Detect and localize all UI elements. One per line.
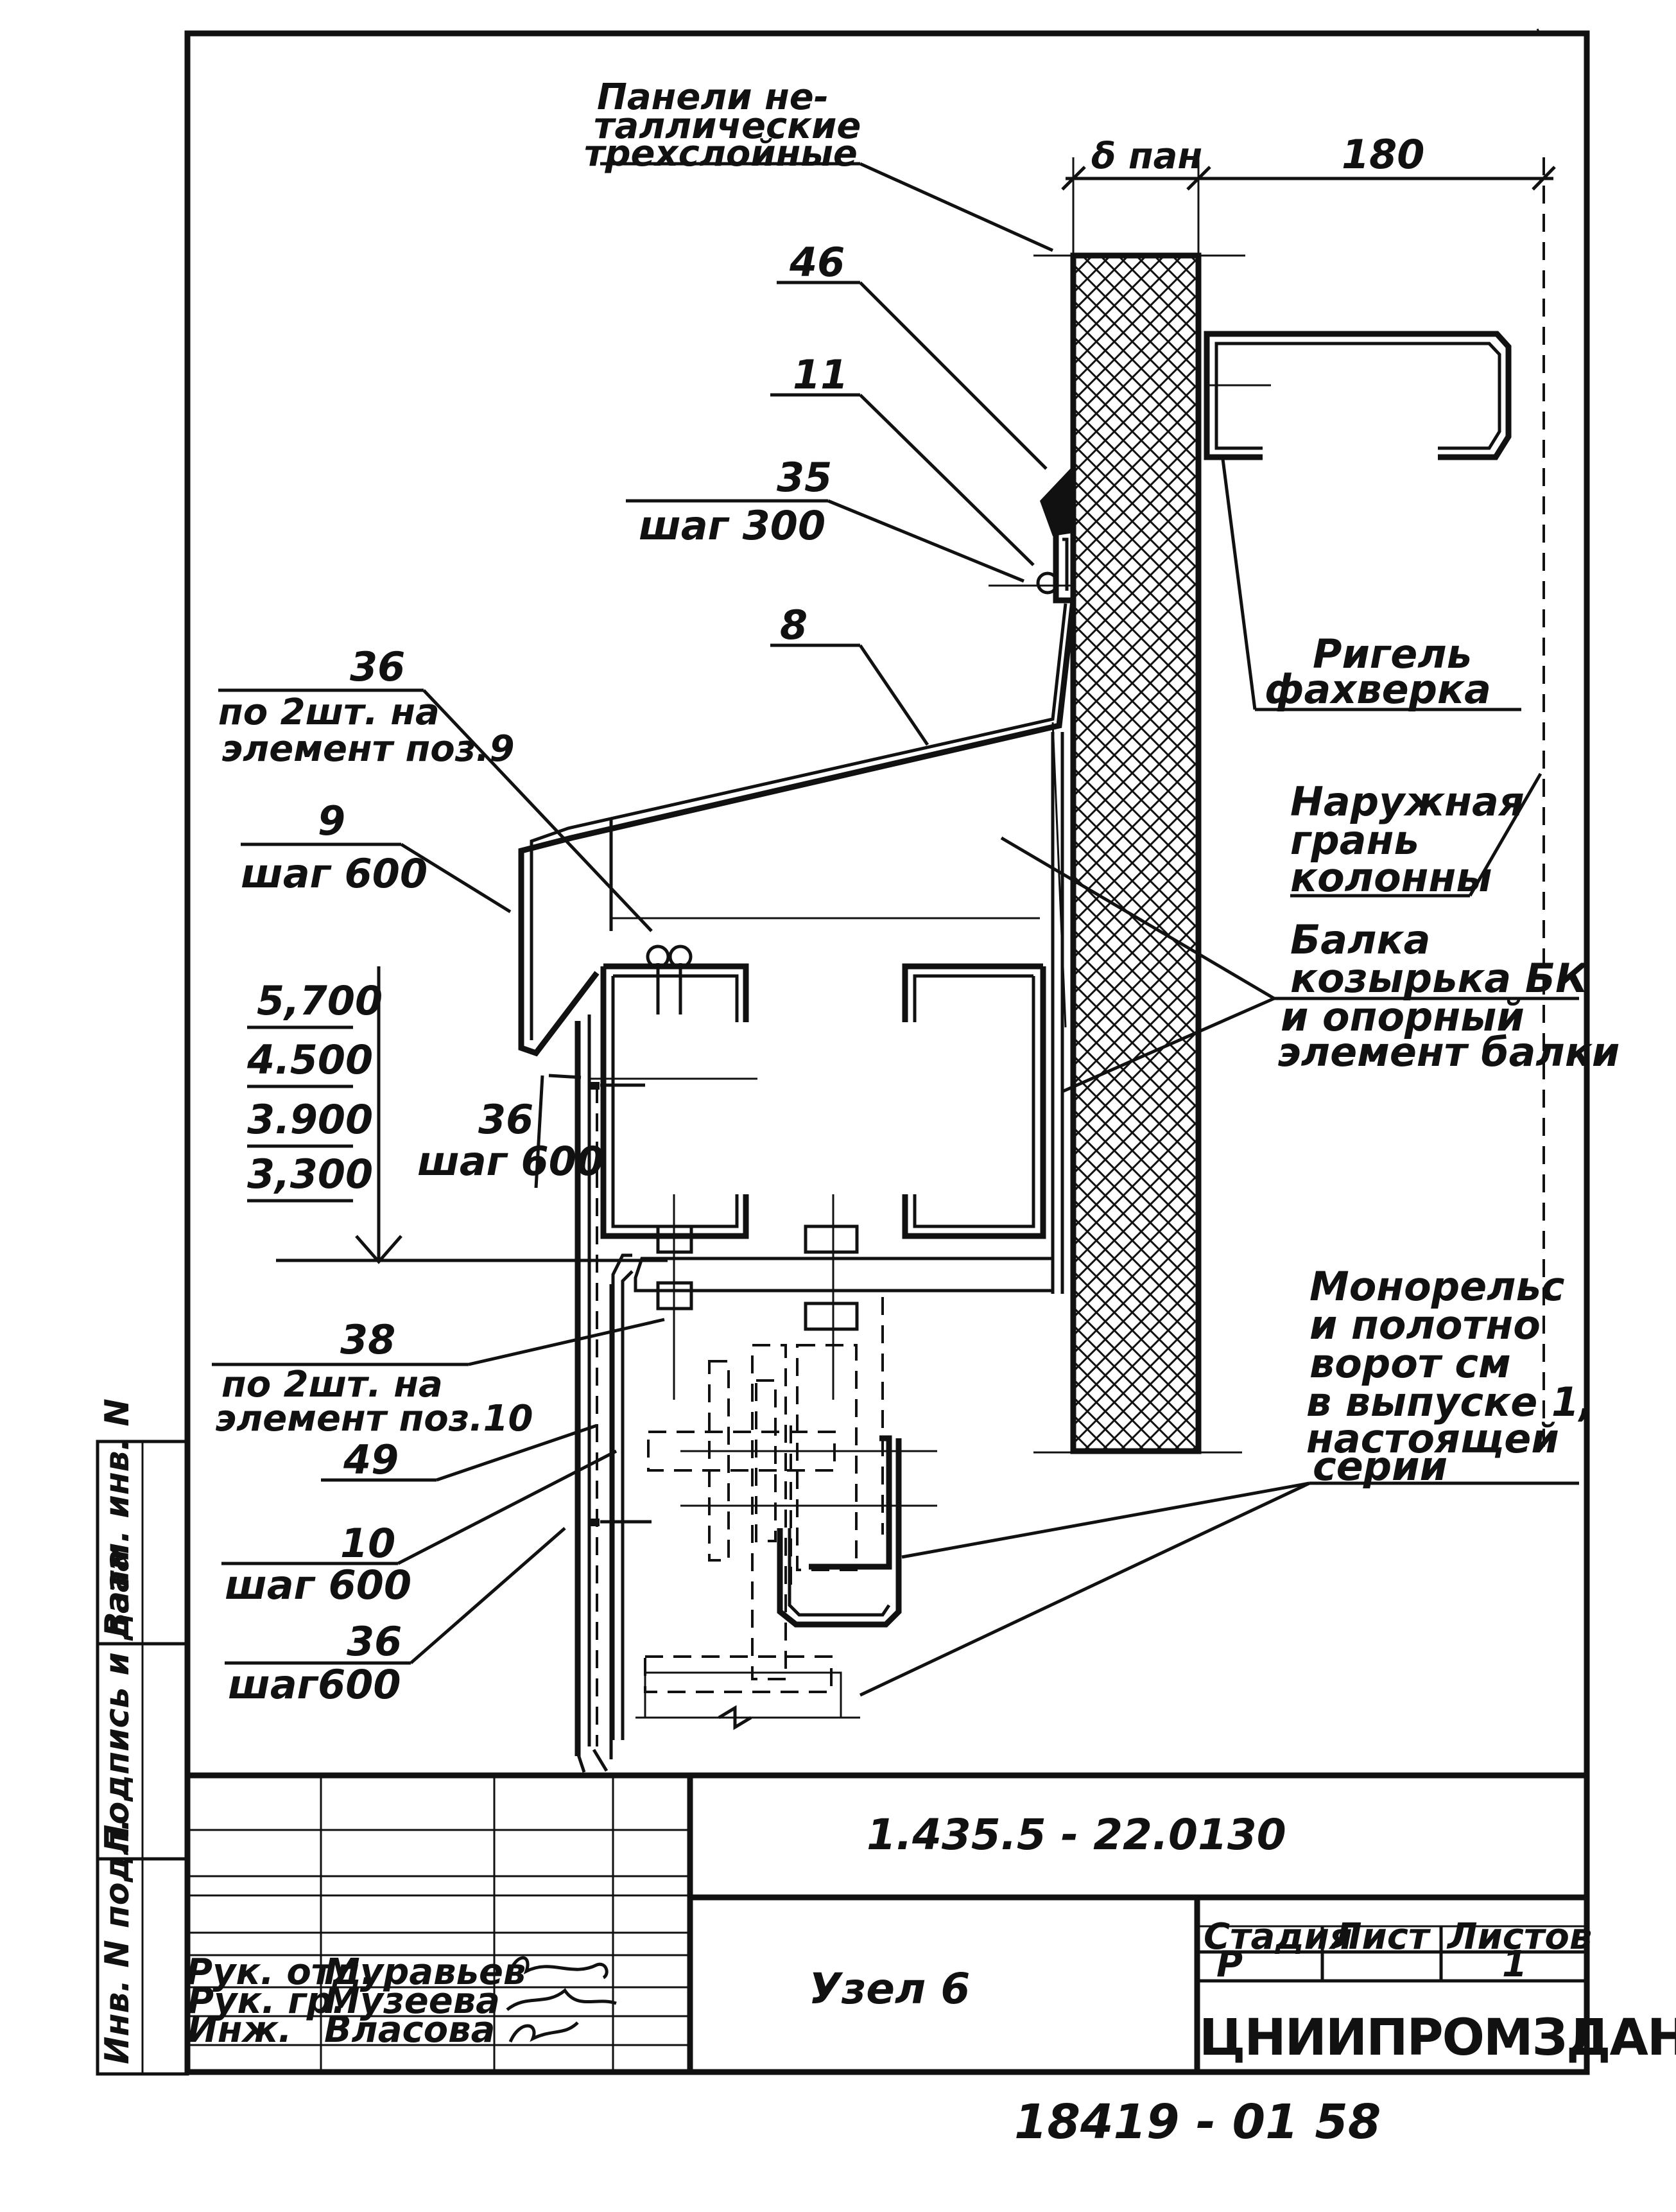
role-1: Рук. отд. xyxy=(186,1951,375,1993)
step-600-d-label: шаг600 xyxy=(228,1661,401,1708)
elevation-1: 5,700 xyxy=(257,977,383,1024)
pos-38-label: 38 xyxy=(340,1316,395,1363)
column-label-2: грань xyxy=(1290,817,1419,864)
signature-2 xyxy=(506,1988,617,2011)
elevation-marks: 5,700 4.500 3.900 3,300 xyxy=(246,966,402,1264)
step-600-b-label: шаг 600 xyxy=(417,1138,604,1185)
leader-lines xyxy=(212,162,1579,1697)
rigel-label-1: Ригель xyxy=(1313,631,1472,677)
monorail-label-6: серии xyxy=(1313,1443,1447,1490)
doc-code: 1.435.5 - 22.0130 xyxy=(867,1810,1286,1859)
per-9-label-2: элемент поз.9 xyxy=(221,728,515,770)
signature-1 xyxy=(505,1956,609,1981)
corner-mark xyxy=(1536,28,1542,36)
step-300-label: шаг 300 xyxy=(639,502,825,549)
elevation-2: 4.500 xyxy=(246,1036,373,1083)
dim-180-label: 180 xyxy=(1342,131,1424,178)
stage-header: Стадия xyxy=(1204,1916,1352,1958)
node-name: Узел 6 xyxy=(809,1964,970,2014)
step-600-c-label: шаг 600 xyxy=(225,1562,411,1608)
monorail-label-2: и полотно xyxy=(1309,1302,1541,1348)
sandwich-panel xyxy=(989,252,1245,1454)
pos-36-top-label: 36 xyxy=(350,643,405,690)
monorail-label-3: ворот см xyxy=(1309,1340,1511,1387)
flashing xyxy=(1036,466,1073,604)
callout-labels: Панели не- таллические трехслойные 46 11… xyxy=(215,76,1620,1708)
pos-11-label: 11 xyxy=(793,351,848,398)
archive-number: 18419 - 01 58 xyxy=(1014,2094,1381,2150)
pos-8-label: 8 xyxy=(780,602,808,649)
panels-label-3: трехслойные xyxy=(584,133,858,175)
pos-49-label: 49 xyxy=(343,1436,399,1483)
pos-9-label: 9 xyxy=(318,797,345,844)
panels-label-2: таллические xyxy=(594,105,861,147)
role-2: Рук. гр. xyxy=(187,1980,346,2022)
monorail-label-5: настоящей xyxy=(1306,1415,1559,1462)
beam-label-2: козырька БК xyxy=(1290,955,1590,1002)
sheet-frame xyxy=(96,30,1590,2076)
monorail-label-4: в выпуске 1, xyxy=(1306,1379,1594,1425)
side-stamp: Инв. N подл. Подпись и дата Взам. инв. N xyxy=(98,1398,137,2064)
per-10-label-2: элемент поз.10 xyxy=(215,1398,533,1440)
elevation-4: 3,300 xyxy=(247,1151,373,1197)
name-1: Муравьев xyxy=(324,1951,526,1993)
sheet-header: Лист xyxy=(1331,1916,1431,1958)
per-9-label-1: по 2шт. на xyxy=(218,692,440,733)
monorail-gate xyxy=(635,1297,937,1730)
beam-label-4: элемент балки xyxy=(1277,1029,1620,1076)
monorail-label-1: Монорельс xyxy=(1309,1263,1565,1310)
beam-label-3: и опорный xyxy=(1281,993,1525,1040)
bolts xyxy=(589,945,859,1526)
beam-label-1: Балка xyxy=(1290,916,1430,963)
support-plate xyxy=(575,1015,1053,1773)
dim-panel-label: δ пан xyxy=(1091,135,1202,177)
elevation-3: 3.900 xyxy=(247,1096,373,1143)
name-3: Власова xyxy=(324,2009,495,2051)
sheets-header: Листов xyxy=(1446,1916,1592,1958)
stage-value: Р xyxy=(1216,1944,1243,1985)
column-label-3: колонны xyxy=(1290,854,1492,901)
pos-10-label: 10 xyxy=(340,1520,395,1567)
rigel-label-2: фахверка xyxy=(1265,666,1491,713)
side-cell-replace: Взам. инв. N xyxy=(98,1398,137,1637)
pos-36-bot-label: 36 xyxy=(347,1618,402,1665)
column-label-1: Наружная xyxy=(1290,778,1525,825)
dimension-top: δ пан 180 xyxy=(1061,131,1556,1451)
canopy-sheet xyxy=(518,600,1076,1294)
sheets-value: 1 xyxy=(1502,1944,1527,1985)
panels-label-1: Панели не- xyxy=(597,76,829,118)
pos-35-label: 35 xyxy=(777,454,832,501)
organization-name: ЦНИИПРОМЗДАНИЙ xyxy=(1199,2008,1676,2067)
step-600-a-label: шаг 600 xyxy=(241,850,428,897)
per-10-label-1: по 2шт. на xyxy=(221,1364,443,1406)
signature-3 xyxy=(508,2021,579,2043)
role-3: Инж. xyxy=(187,2009,292,2051)
name-2: Музеева xyxy=(324,1980,500,2022)
rigel-channel xyxy=(1204,331,1512,460)
pos-36-mid-label: 36 xyxy=(478,1096,533,1143)
pos-46-label: 46 xyxy=(789,239,845,286)
title-block: 1.435.5 - 22.0130 Узел 6 Стадия Лист Лис… xyxy=(186,1772,1676,2072)
side-cell-sign: Подпись и дата xyxy=(98,1549,137,1852)
side-cell-inv: Инв. N подл. xyxy=(98,1818,137,2064)
